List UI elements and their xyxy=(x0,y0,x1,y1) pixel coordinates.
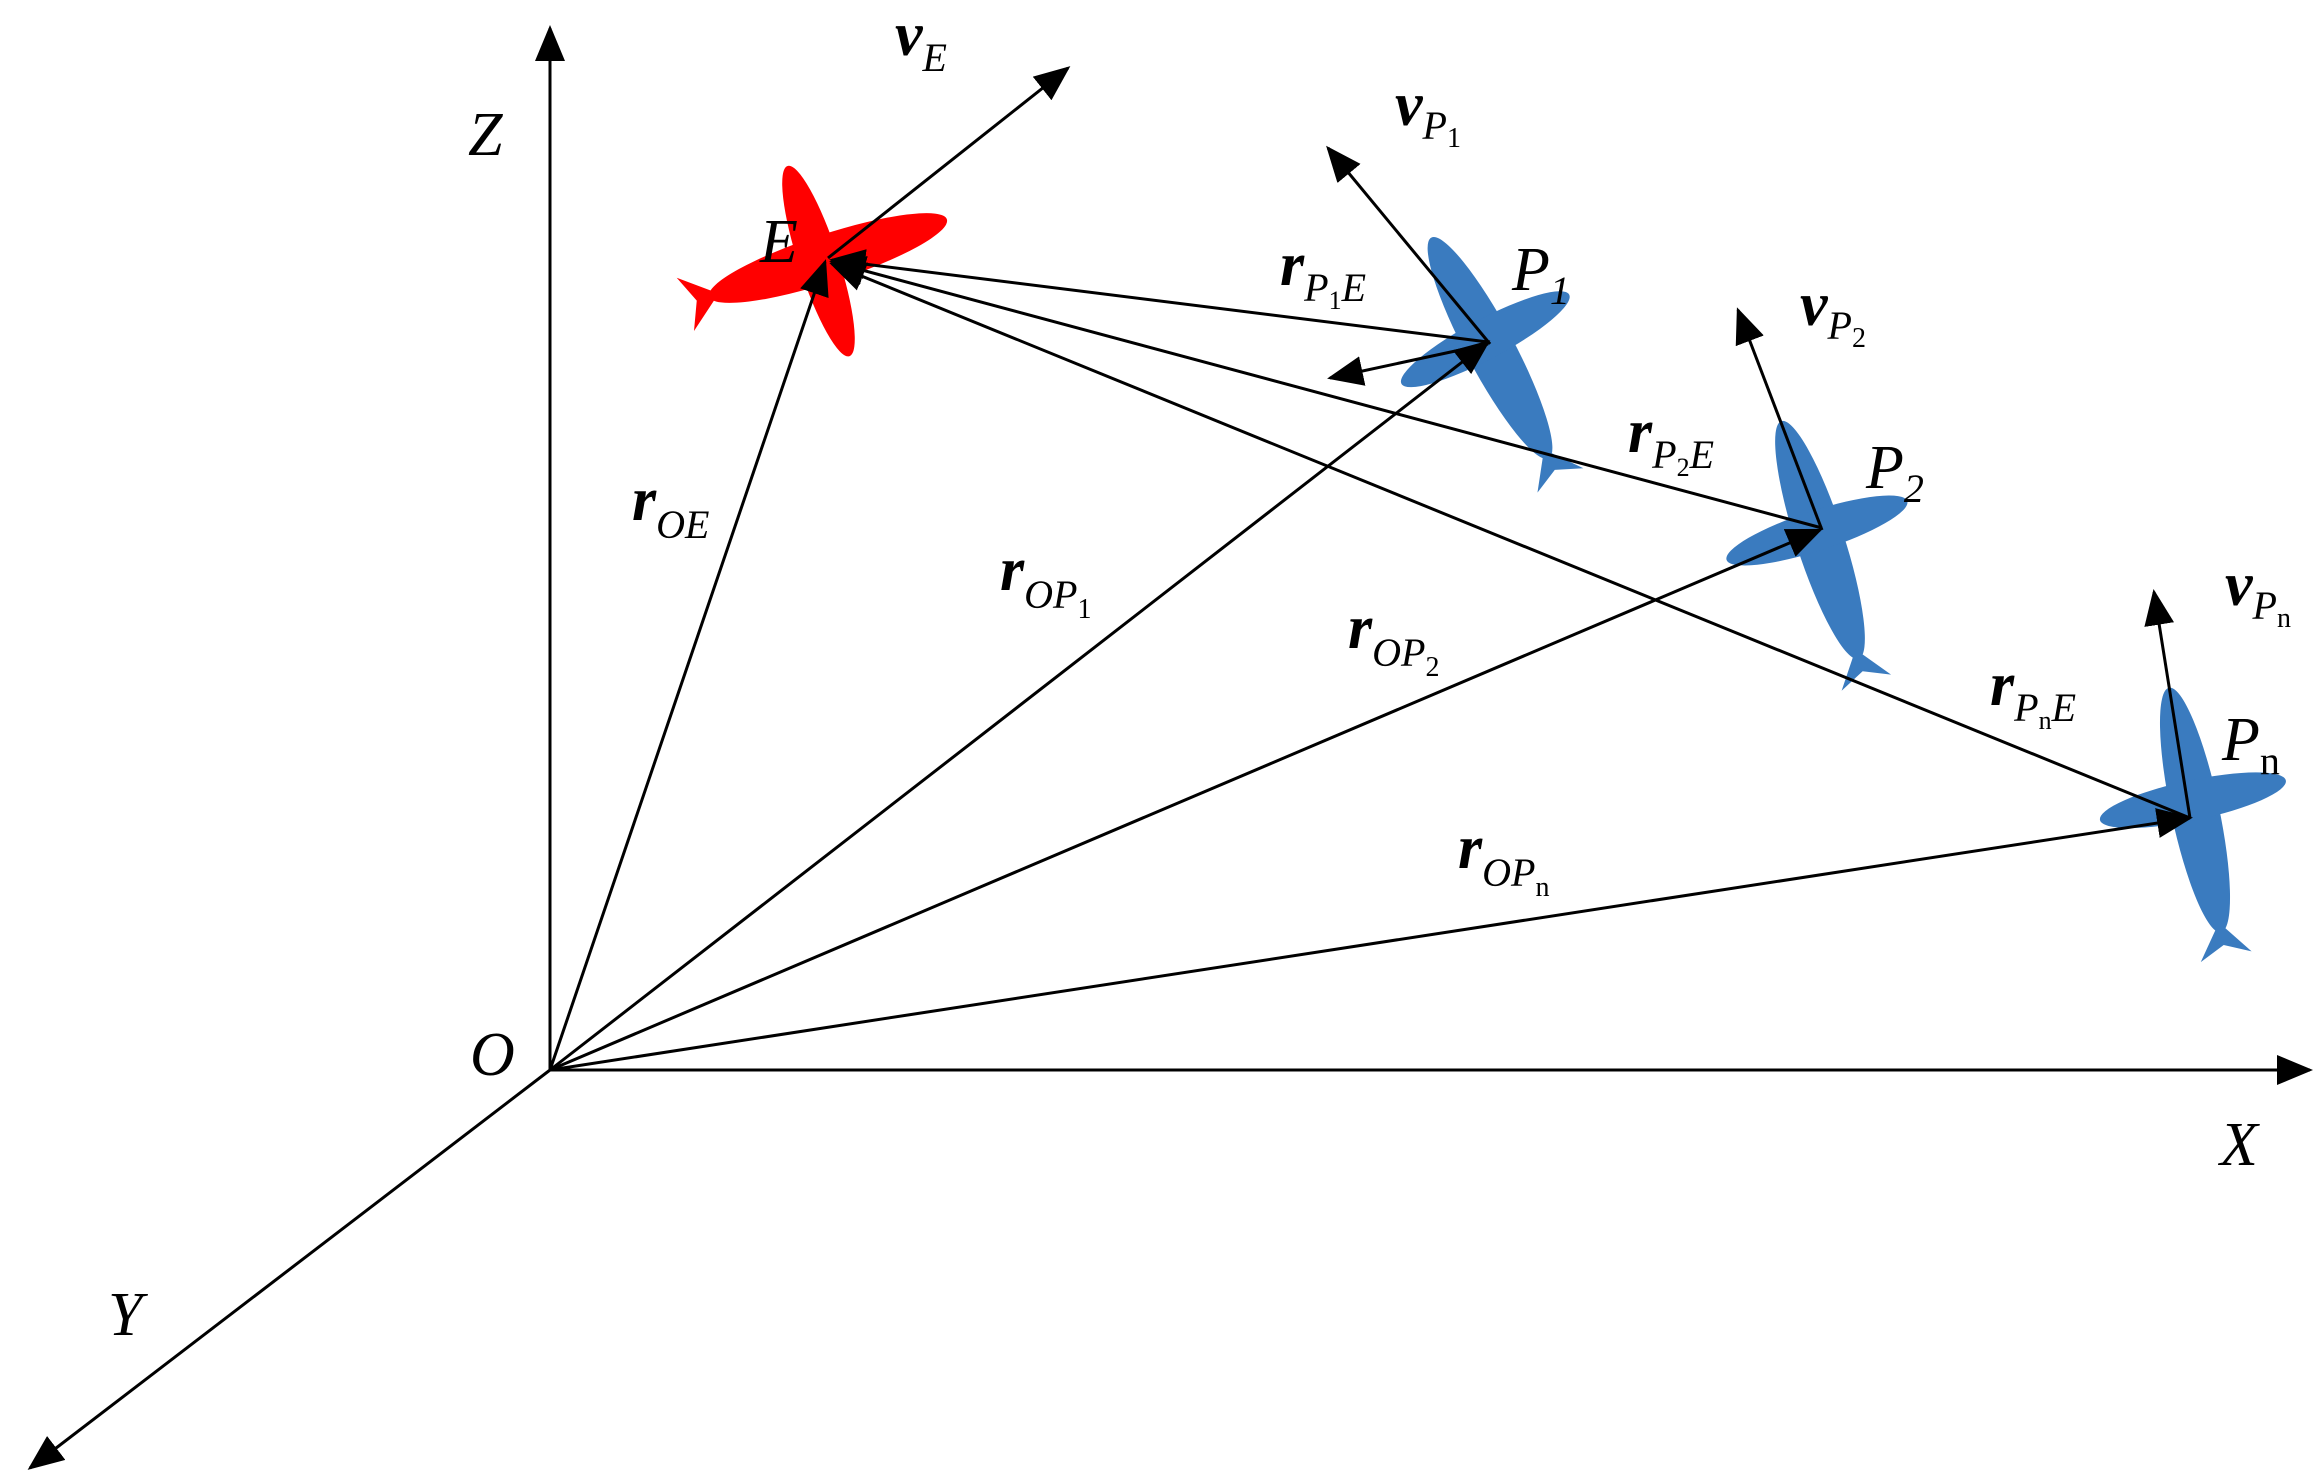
pursuer-1-aircraft-icon xyxy=(1400,237,1584,493)
label-r-OE: rOE xyxy=(632,466,709,547)
label-x-axis: X xyxy=(2217,1111,2260,1179)
velocity-v-E xyxy=(827,66,1071,260)
label-origin: O xyxy=(470,1021,515,1089)
vector-r-P2E xyxy=(829,256,1823,530)
velocity-v-Pn xyxy=(2144,589,2192,819)
label-p2: P2 xyxy=(1865,434,1924,511)
vector-r-P1E xyxy=(829,249,1489,344)
label-v-P2: vP2 xyxy=(1800,271,1866,354)
vector-r-OP2 xyxy=(549,528,1823,1072)
vector-r-OE xyxy=(548,259,829,1071)
label-pn: Pn xyxy=(2221,706,2280,783)
vector-r-OPn xyxy=(549,808,2193,1072)
label-r-OP2: rOP2 xyxy=(1348,594,1439,683)
evader-aircraft-icon xyxy=(676,165,948,357)
label-v-Pn: vPn xyxy=(2225,551,2291,634)
velocity-v-P2 xyxy=(1735,307,1824,531)
label-r-P2E: rP2E xyxy=(1628,398,1714,482)
vector-r-OP1 xyxy=(549,340,1491,1072)
vector-r-PnE xyxy=(829,262,2191,820)
label-v-P1: vP1 xyxy=(1395,71,1461,154)
label-r-OP1: rOP1 xyxy=(1000,536,1091,625)
label-r-PnE: rPnE xyxy=(1990,651,2076,735)
pursuer-1-short-arrow xyxy=(1327,342,1489,386)
label-evader: E xyxy=(759,208,798,276)
label-z-axis: Z xyxy=(468,101,503,169)
label-p1: P1 xyxy=(1511,236,1570,313)
label-r-P1E: rP1E xyxy=(1280,231,1366,315)
label-r-OPn: rOPn xyxy=(1458,814,1549,903)
pursuer-2-aircraft-icon xyxy=(1726,420,1908,691)
velocity-v-P1 xyxy=(1326,145,1492,345)
pursuer-n-aircraft-icon xyxy=(2099,687,2286,963)
label-v-E: vE xyxy=(895,1,947,80)
label-y-axis: Y xyxy=(108,1281,148,1349)
y-axis xyxy=(27,1068,551,1470)
